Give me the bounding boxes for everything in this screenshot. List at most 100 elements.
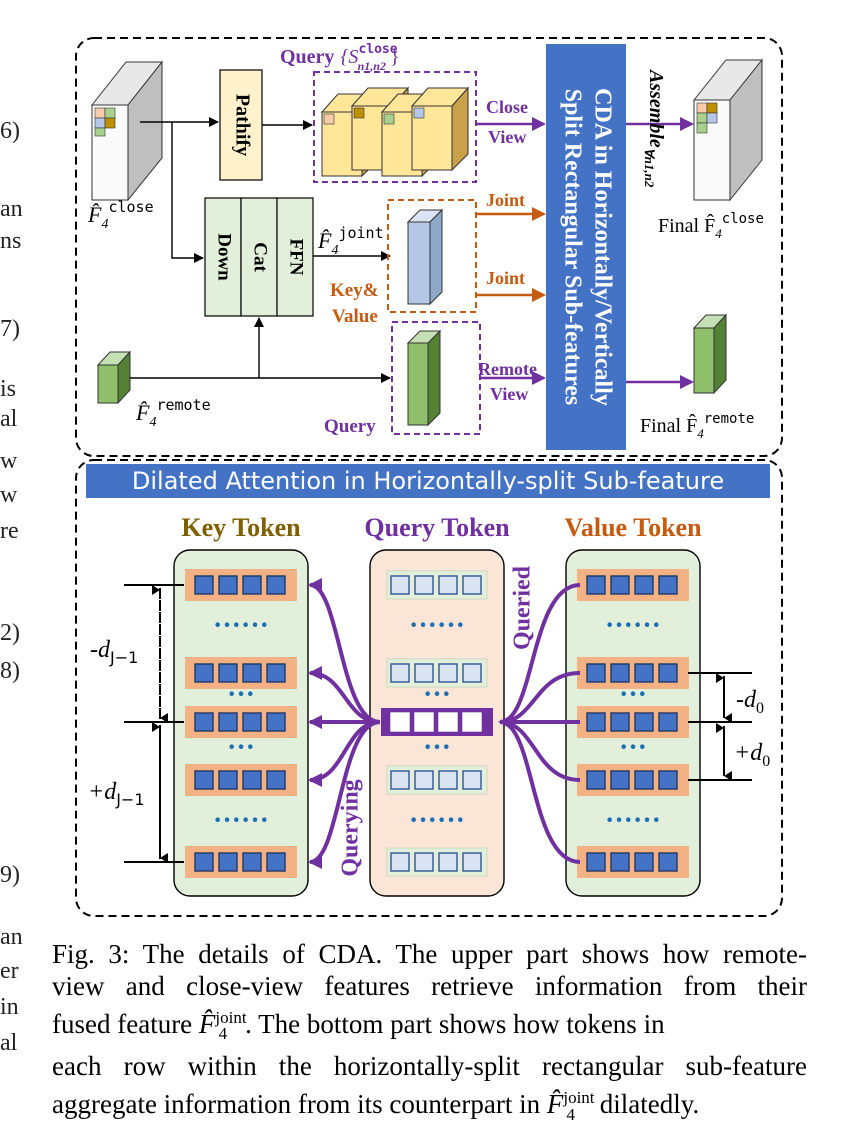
token xyxy=(462,852,482,872)
token xyxy=(438,663,458,683)
token xyxy=(610,575,630,595)
plus-d0-label: +d0 xyxy=(734,740,770,770)
value-token-title: Value Token xyxy=(564,513,702,542)
token xyxy=(658,770,678,790)
token xyxy=(634,575,654,595)
caption-text: . The bottom part shows how tokens in xyxy=(245,1009,665,1039)
token xyxy=(414,770,434,790)
token xyxy=(194,852,214,872)
token xyxy=(414,575,434,595)
token xyxy=(634,852,654,872)
token-row xyxy=(185,657,297,689)
margin-frag: re xyxy=(0,518,19,544)
f-close-cube xyxy=(90,60,164,202)
token xyxy=(658,712,678,732)
svg-text:······: ······ xyxy=(409,610,465,641)
final-remote-cube xyxy=(692,313,728,395)
pathify-label: Pathify xyxy=(231,94,253,156)
bottom-panel-border xyxy=(75,459,783,917)
margin-frag: 9) xyxy=(0,862,20,888)
token xyxy=(266,852,286,872)
key-dots: ······ ··· ··· ······ xyxy=(213,610,269,836)
margin-frag: w xyxy=(0,448,18,474)
token xyxy=(634,770,654,790)
margin-frag: ns xyxy=(0,228,22,254)
token-row xyxy=(185,706,297,738)
token xyxy=(586,770,606,790)
token xyxy=(438,770,458,790)
assemble-label: Assemble∀n1,n2 xyxy=(642,68,667,188)
token xyxy=(242,712,262,732)
token xyxy=(462,712,482,732)
svg-text:···: ··· xyxy=(227,679,255,710)
token xyxy=(390,770,410,790)
token xyxy=(218,663,238,683)
close-view-label-2: View xyxy=(488,127,526,147)
key-value-label: Key& xyxy=(330,280,379,301)
token xyxy=(462,770,482,790)
svg-text:······: ······ xyxy=(605,610,661,641)
caption-line-3: fused feature F̂joint4. The bottom part … xyxy=(52,1002,807,1050)
token-row xyxy=(577,657,689,689)
token xyxy=(414,852,434,872)
query-bottom-label: Query xyxy=(324,416,376,437)
queried-arrows xyxy=(498,583,581,864)
fusion-blocks: Down Cat FFN xyxy=(204,197,314,317)
down-label: Down xyxy=(214,233,235,281)
token xyxy=(390,575,410,595)
token-row xyxy=(185,569,297,601)
token-row xyxy=(577,764,689,796)
svg-text:···: ··· xyxy=(619,732,647,763)
cda-block xyxy=(546,44,626,450)
f-remote-cube xyxy=(96,350,132,405)
svg-text:···: ··· xyxy=(423,732,451,763)
margin-frag: w xyxy=(0,482,18,508)
joint-label-1: Joint xyxy=(486,190,525,210)
token xyxy=(610,770,630,790)
value-dots: ······ ··· ··· ······ xyxy=(605,610,661,836)
token xyxy=(390,852,410,872)
cda-block-line2: Split Rectangular Sub-features xyxy=(559,89,585,405)
token-row xyxy=(386,847,488,877)
caption-sub: 4 xyxy=(218,1024,228,1044)
token xyxy=(610,712,630,732)
remote-query-cube xyxy=(406,329,442,427)
value-token-rows xyxy=(577,569,689,878)
query-dots: ······ ··· ··· ······ xyxy=(409,610,465,836)
key-dilation-markers xyxy=(124,584,184,863)
minus-dj-label: -dJ−1 xyxy=(90,637,138,667)
token-row xyxy=(577,846,689,878)
caption-line-5: aggregate information from its counterpa… xyxy=(52,1082,807,1130)
svg-text:···: ··· xyxy=(423,679,451,710)
token xyxy=(658,575,678,595)
querying-label: Querying xyxy=(338,779,364,876)
token xyxy=(658,852,678,872)
key-token-title: Key Token xyxy=(181,513,301,542)
joint-label-2: Joint xyxy=(486,268,525,288)
querying-arrows xyxy=(308,578,381,869)
token-row xyxy=(386,765,488,795)
bottom-banner-text: Dilated Attention in Horizontally-split … xyxy=(132,467,724,495)
token xyxy=(218,770,238,790)
f-joint-symbol: F̂ xyxy=(546,1089,564,1120)
key-token-rows xyxy=(185,569,297,878)
token xyxy=(242,663,262,683)
margin-frag: al xyxy=(0,1030,18,1056)
margin-frag: in xyxy=(0,994,19,1020)
token xyxy=(194,663,214,683)
close-view-label: Close xyxy=(486,97,528,117)
token xyxy=(610,663,630,683)
figure-caption: Fig. 3: The details of CDA. The upper pa… xyxy=(52,938,807,1131)
caption-line: view and close-view features retrieve in… xyxy=(52,971,807,1001)
token xyxy=(218,575,238,595)
token-row xyxy=(185,846,297,878)
token xyxy=(586,712,606,732)
svg-text:······: ······ xyxy=(605,805,661,836)
margin-frag: is xyxy=(0,376,17,402)
token xyxy=(218,852,238,872)
top-panel-border xyxy=(75,37,783,457)
joint-cube xyxy=(406,208,444,306)
token-row xyxy=(577,706,689,738)
final-close-cube xyxy=(692,58,764,202)
